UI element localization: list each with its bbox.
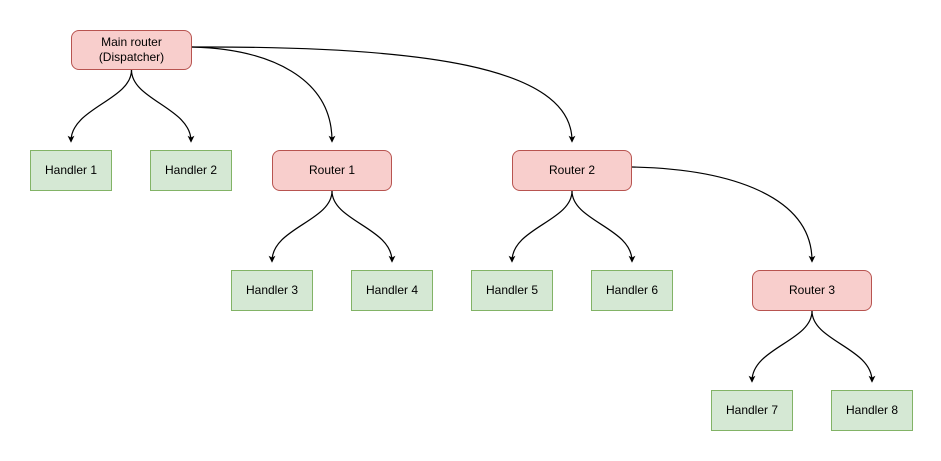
node-handler-6[interactable]: Handler 6: [591, 270, 673, 311]
node-handler-7[interactable]: Handler 7: [711, 390, 793, 431]
node-label-handler-6: Handler 6: [605, 283, 659, 297]
node-router-2[interactable]: Router 2: [512, 150, 632, 191]
node-handler-4[interactable]: Handler 4: [351, 270, 433, 311]
node-label-handler-7: Handler 7: [725, 403, 779, 417]
edge-router-1-to-handler-4: [331, 190, 396, 263]
node-handler-5[interactable]: Handler 5: [471, 270, 553, 311]
node-handler-1[interactable]: Handler 1: [30, 150, 112, 191]
node-handler-3[interactable]: Handler 3: [231, 270, 313, 311]
node-label-handler-5: Handler 5: [485, 283, 539, 297]
edge-router-1-to-handler-3: [268, 190, 333, 263]
node-label-handler-4: Handler 4: [365, 283, 419, 297]
edge-main-router-to-router-2: [191, 46, 576, 143]
edge-router-2-to-router-3: [631, 166, 816, 263]
node-label-main-router: Main router (Dispatcher): [98, 35, 165, 64]
node-label-handler-2: Handler 2: [164, 163, 218, 177]
edge-router-2-to-handler-5: [508, 190, 573, 263]
node-handler-8[interactable]: Handler 8: [831, 390, 913, 431]
node-label-router-1: Router 1: [308, 163, 356, 177]
edge-router-3-to-handler-8: [811, 310, 876, 383]
edge-main-router-to-handler-2: [130, 69, 195, 143]
node-label-router-2: Router 2: [548, 163, 596, 177]
node-label-handler-8: Handler 8: [845, 403, 899, 417]
edge-group: [67, 46, 876, 383]
node-label-router-3: Router 3: [788, 283, 836, 297]
edge-router-2-to-handler-6: [571, 190, 636, 263]
edge-main-router-to-router-1: [191, 46, 336, 143]
node-handler-2[interactable]: Handler 2: [150, 150, 232, 191]
node-label-handler-3: Handler 3: [245, 283, 299, 297]
node-label-handler-1: Handler 1: [44, 163, 98, 177]
edge-main-router-to-handler-1: [67, 69, 133, 143]
node-main-router[interactable]: Main router (Dispatcher): [71, 30, 192, 70]
edge-router-3-to-handler-7: [748, 310, 813, 383]
node-router-1[interactable]: Router 1: [272, 150, 392, 191]
node-router-3[interactable]: Router 3: [752, 270, 872, 311]
